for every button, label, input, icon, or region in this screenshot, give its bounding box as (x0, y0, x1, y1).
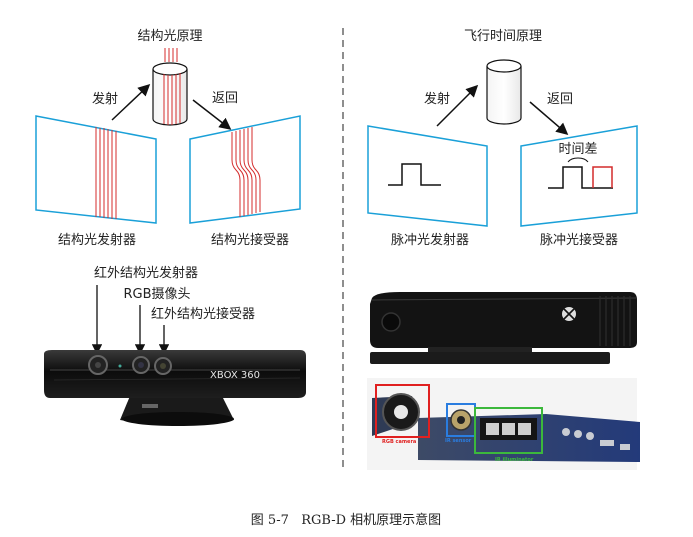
kinect-v2-base (370, 352, 610, 364)
projector-cylinder (152, 62, 188, 126)
return-arrow (192, 99, 232, 130)
tof-emit-arrow-label: 发射 (424, 91, 450, 107)
structured-light-receiver-label: 结构光接受器 (211, 232, 289, 248)
pulse-receiver-panel (520, 125, 638, 227)
ir-sensor-tag: IR sensor (445, 438, 472, 444)
rgb-camera-highlight (375, 384, 430, 438)
received-pulse (592, 166, 613, 188)
kinect-bar (44, 350, 306, 398)
tof-return-arrow-label: 返回 (547, 92, 573, 107)
emitted-pulse (388, 163, 441, 186)
pulse-emitter-panel (367, 125, 488, 227)
tof-emit-arrow (436, 84, 479, 127)
tof-title: 飞行时间原理 (464, 29, 542, 44)
incoming-light-lines (164, 48, 178, 62)
structured-light-title: 结构光原理 (137, 29, 202, 44)
figure-caption: 图 5-7 RGB-D 相机原理示意图 (251, 512, 441, 528)
xbox-brand-label: XBOX 360 (210, 370, 260, 381)
ir-illuminator-tag: IR illuminator (495, 457, 534, 463)
emit-arrow (111, 83, 151, 121)
kinect-v2-grille (599, 296, 631, 346)
structured-light-receiver-panel (189, 115, 301, 224)
ir-receiver-label: 红外结构光接受器 (151, 306, 255, 322)
time-diff-label: 时间差 (558, 142, 597, 157)
kinect-v2-body (370, 292, 637, 348)
time-diff-brace (567, 157, 589, 163)
pulse-emitter-label: 脉冲光发射器 (391, 232, 469, 248)
tof-cylinder (486, 59, 522, 125)
kinect-v2-lens (381, 312, 401, 332)
structured-light-diagram: 结构光原理 发射 返回 (35, 29, 301, 248)
tof-return-arrow (529, 101, 569, 135)
reference-pulse (548, 166, 613, 189)
kinect-v2-illustration (370, 292, 637, 364)
kinect-360-illustration: 红外结构光发射器 RGB摄像头 红外结构光接受器 XBOX 360 (44, 265, 306, 426)
rgb-camera-tag: RGB camera (382, 439, 416, 445)
kinect-v2-internals: RGB camera IR sensor IR illuminator (367, 378, 640, 470)
ir-illuminator-highlight (474, 407, 543, 454)
tof-diagram: 飞行时间原理 发射 返回 脉冲光发射器 时间差 脉冲光接受器 (367, 29, 638, 248)
return-arrow-label: 返回 (212, 91, 238, 106)
structured-light-emitter-panel (35, 115, 157, 224)
structured-light-emitter-label: 结构光发射器 (58, 232, 136, 248)
emit-arrow-label: 发射 (92, 91, 118, 107)
pulse-receiver-label: 脉冲光接受器 (540, 232, 618, 248)
ir-emitter-label: 红外结构光发射器 (94, 265, 198, 281)
rgb-camera-label: RGB摄像头 (123, 287, 190, 302)
